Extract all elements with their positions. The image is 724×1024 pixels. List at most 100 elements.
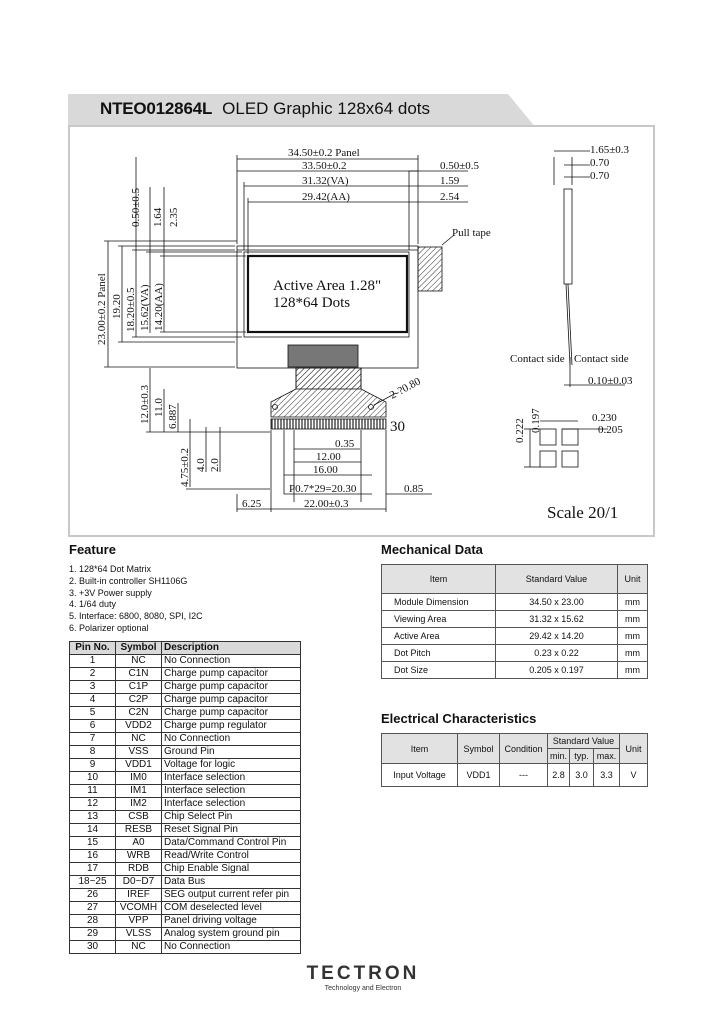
dim-left-050: 0.50±0.5 bbox=[130, 187, 142, 227]
pin-description: Voltage for logic bbox=[161, 758, 301, 772]
pin-number: 28 bbox=[69, 914, 116, 928]
pin-description: SEG output current refer pin bbox=[161, 888, 301, 902]
pin-description: No Connection bbox=[161, 654, 301, 668]
pin-number: 30 bbox=[69, 940, 116, 954]
pin-description: No Connection bbox=[161, 940, 301, 954]
dim-aa-height: 14.20(AA) bbox=[153, 283, 165, 331]
pin-symbol: C2N bbox=[115, 706, 162, 720]
elec-header-max: max. bbox=[593, 748, 620, 764]
pin-description: Chip Enable Signal bbox=[161, 862, 301, 876]
pin-description: Chip Select Pin bbox=[161, 810, 301, 824]
logo-tagline: Technology and Electron bbox=[324, 985, 402, 992]
feature-item: 2. Built-in controller SH1106G bbox=[69, 575, 188, 586]
part-description: OLED Graphic 128x64 dots bbox=[222, 99, 431, 118]
pin-description: Interface selection bbox=[161, 797, 301, 811]
page-title: NTEO012864L OLED Graphic 128x64 dots bbox=[100, 99, 430, 123]
pin-description: Charge pump capacitor bbox=[161, 693, 301, 707]
pin-description: Reset Signal Pin bbox=[161, 823, 301, 837]
pin-header-no: Pin No. bbox=[69, 641, 116, 655]
pin-symbol: VDD2 bbox=[115, 719, 162, 733]
pin-symbol: C2P bbox=[115, 693, 162, 707]
pin-description: Charge pump capacitor bbox=[161, 667, 301, 681]
label-pull-tape: Pull tape bbox=[452, 227, 491, 239]
mech-unit: mm bbox=[617, 644, 648, 662]
dim-pixel-0205: 0.205 bbox=[598, 424, 623, 436]
elec-unit: V bbox=[619, 763, 648, 787]
pin-number: 27 bbox=[69, 901, 116, 915]
mech-unit: mm bbox=[617, 593, 648, 611]
pin-symbol: VCOMH bbox=[115, 901, 162, 915]
pin-symbol: C1N bbox=[115, 667, 162, 681]
feature-item: 1. 128*64 Dot Matrix bbox=[69, 564, 152, 574]
label-contact-side-right: Contact side bbox=[574, 353, 629, 365]
pin-symbol: VSS bbox=[115, 745, 162, 759]
pin-description: Analog system ground pin bbox=[161, 927, 301, 941]
dim-side-070a: 0.70 bbox=[590, 157, 610, 169]
pin-symbol: IM2 bbox=[115, 797, 162, 811]
dim-panel-width: 34.50±0.2 Panel bbox=[288, 147, 360, 159]
driver-ic bbox=[287, 344, 359, 368]
dim-width-33: 33.50±0.2 bbox=[302, 160, 347, 172]
pin-number: 11 bbox=[69, 784, 116, 798]
pin-symbol: C1P bbox=[115, 680, 162, 694]
dim-035: 0.35 bbox=[335, 438, 355, 450]
pin-symbol: NC bbox=[115, 654, 162, 668]
feature-item: 5. Interface: 6800, 8080, SPI, I2C bbox=[69, 611, 203, 622]
elec-header-symbol: Symbol bbox=[457, 733, 500, 764]
dim-aa-width: 29.42(AA) bbox=[302, 191, 350, 203]
fpc-connector bbox=[270, 418, 387, 430]
mech-unit: mm bbox=[617, 627, 648, 645]
dim-right-254: 2.54 bbox=[440, 191, 460, 203]
active-area-label-1: Active Area 1.28" bbox=[273, 278, 381, 294]
dim-panel-height: 23.00±0.2 Panel bbox=[96, 273, 108, 345]
elec-symbol: VDD1 bbox=[457, 763, 500, 787]
pin-symbol: VPP bbox=[115, 914, 162, 928]
pin-number: 18~25 bbox=[69, 875, 116, 889]
mech-value: 31.32 x 15.62 bbox=[495, 610, 618, 628]
elec-condition: --- bbox=[499, 763, 548, 787]
mech-value: 0.23 x 0.22 bbox=[495, 644, 618, 662]
pin-symbol: A0 bbox=[115, 836, 162, 850]
mech-value: 0.205 x 0.197 bbox=[495, 661, 618, 679]
electrical-table: Item Symbol Condition Standard Value Uni… bbox=[381, 733, 648, 787]
dim-right-050: 0.50±0.5 bbox=[440, 160, 480, 172]
dim-right-159: 1.59 bbox=[440, 175, 460, 187]
mech-item: Dot Size bbox=[381, 661, 496, 679]
mech-header-item: Item bbox=[381, 564, 496, 594]
dim-pixel-0222: 0.222 bbox=[514, 418, 526, 443]
mech-unit: mm bbox=[617, 610, 648, 628]
pin-symbol: NC bbox=[115, 940, 162, 954]
pin-symbol: RESB bbox=[115, 823, 162, 837]
pin-number: 26 bbox=[69, 888, 116, 902]
pin-description: Read/Write Control bbox=[161, 849, 301, 863]
pin-description: COM deselected level bbox=[161, 901, 301, 915]
pin-number: 3 bbox=[69, 680, 116, 694]
pin-number: 13 bbox=[69, 810, 116, 824]
pin-description: Charge pump capacitor bbox=[161, 706, 301, 720]
dim-side-010: 0.10±0.03 bbox=[588, 375, 633, 387]
feature-title: Feature bbox=[69, 542, 116, 557]
pin-symbol: NC bbox=[115, 732, 162, 746]
pin-symbol: CSB bbox=[115, 810, 162, 824]
pin-number: 1 bbox=[69, 654, 116, 668]
pin-number: 16 bbox=[69, 849, 116, 863]
dim-fpc-475: 4.75±0.2 bbox=[179, 448, 191, 487]
elec-typ: 3.0 bbox=[569, 763, 594, 787]
